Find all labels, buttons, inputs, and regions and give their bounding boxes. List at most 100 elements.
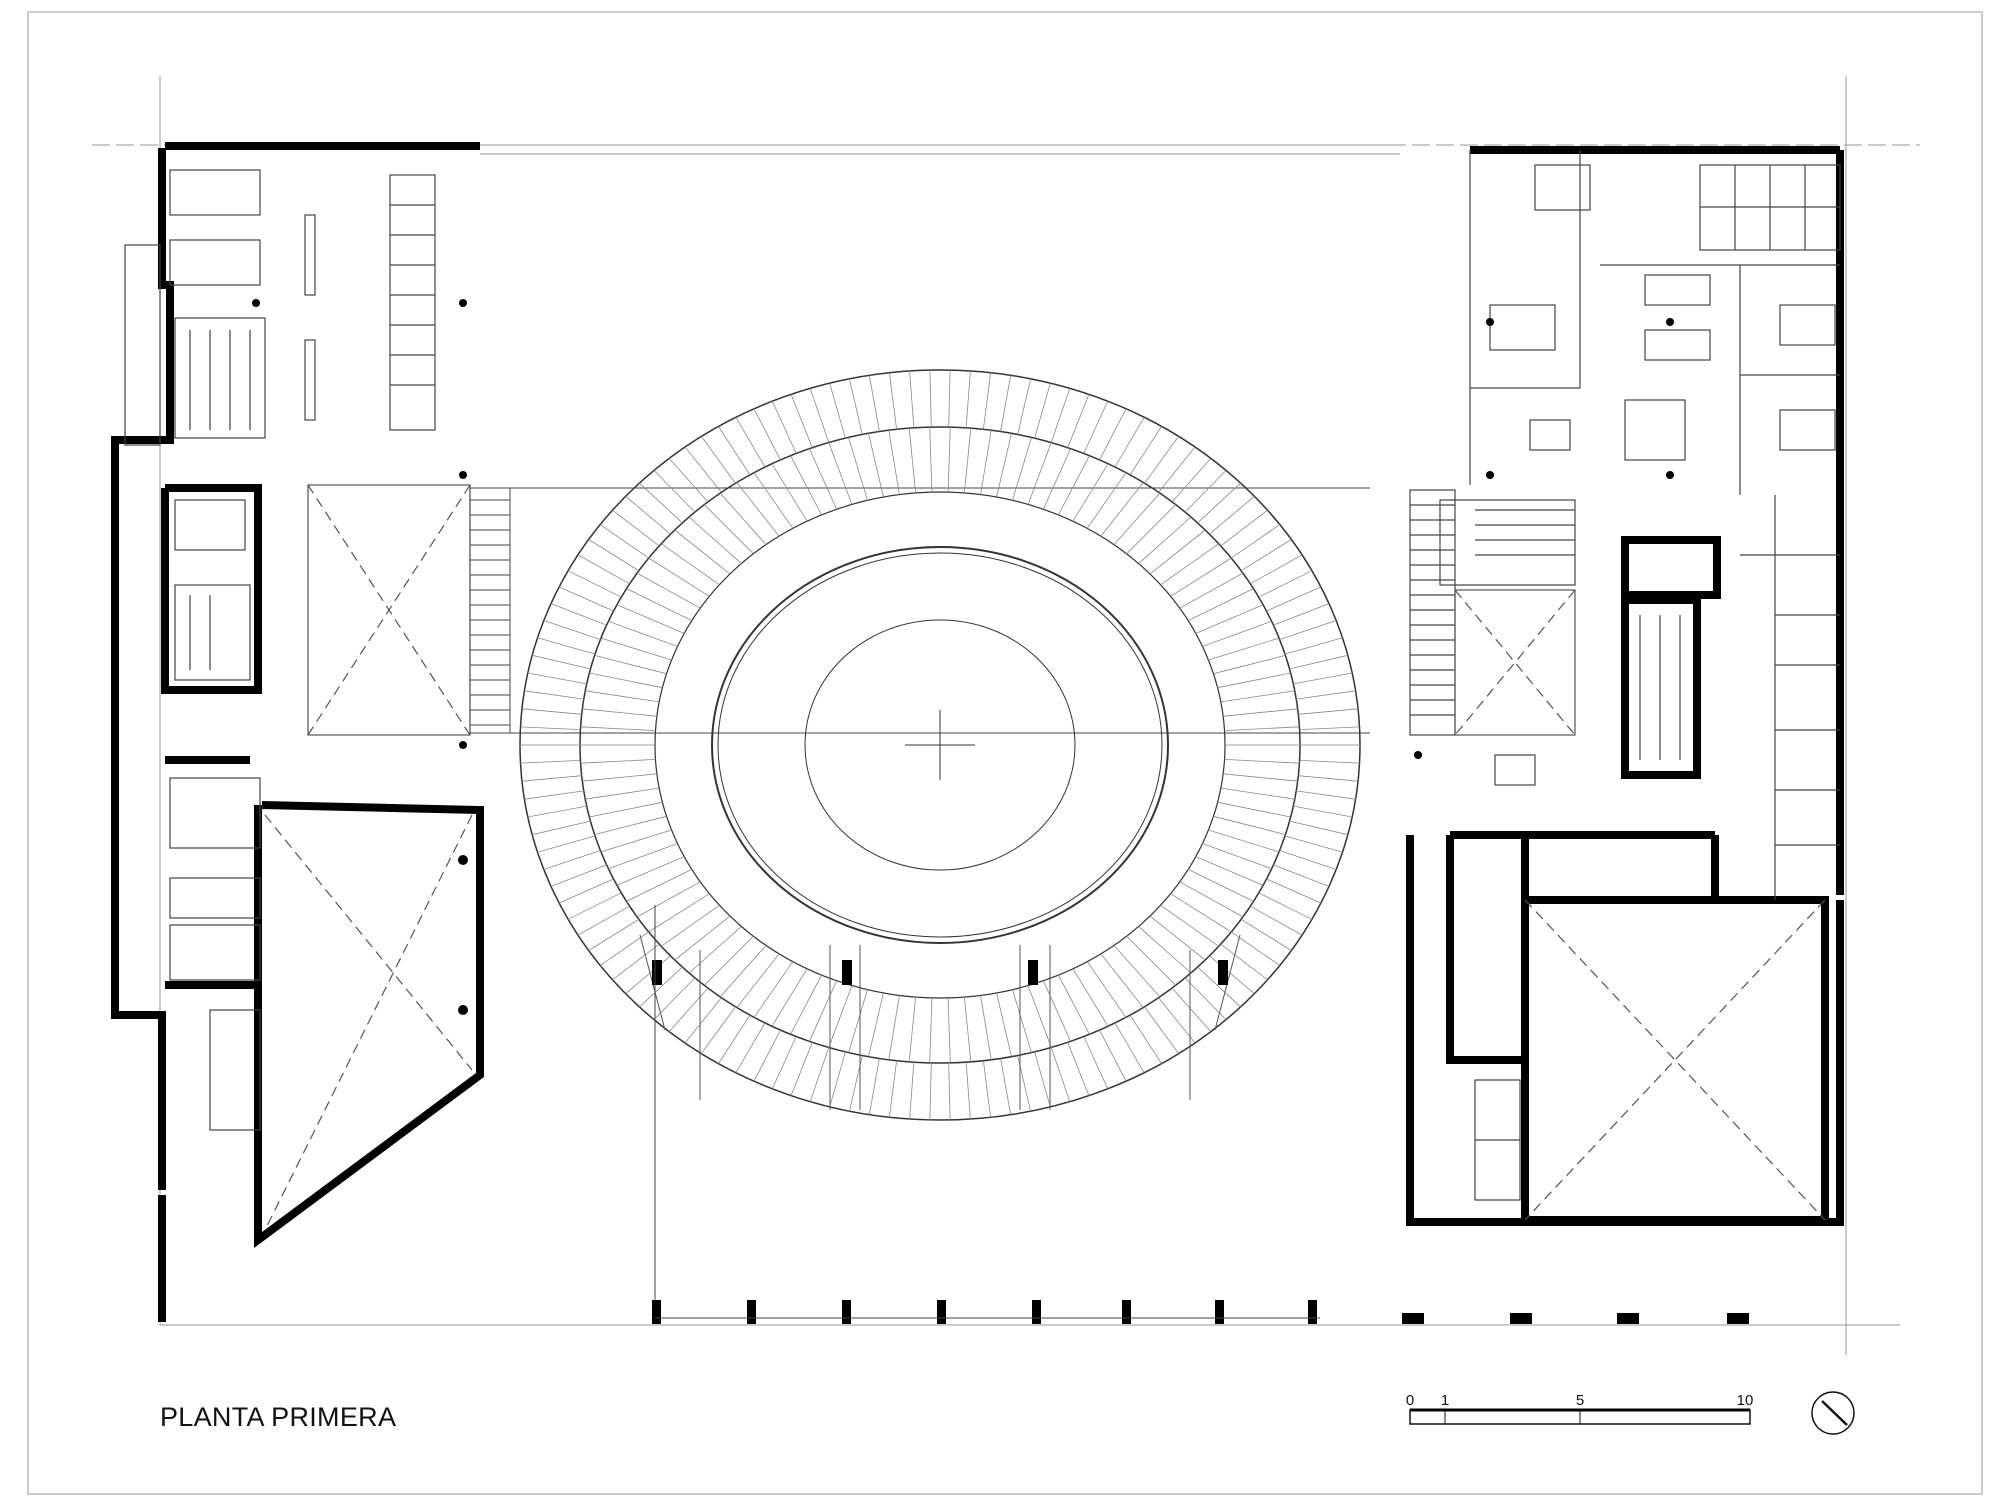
seating-step-line — [1000, 375, 1012, 432]
bottom-colonnade-line — [654, 905, 1320, 1319]
seating-step-line — [947, 997, 951, 1063]
seating-step-line — [1113, 492, 1161, 545]
seating-step-line — [1027, 985, 1052, 1048]
seating-step-line — [1160, 904, 1219, 947]
seating-step-line — [558, 878, 614, 904]
drawing-title: PLANTA PRIMERA — [160, 1402, 397, 1432]
seating-step-line — [1284, 637, 1343, 655]
seating-step-line — [616, 604, 685, 634]
seating-step-line — [1250, 905, 1303, 936]
seating-step-line — [537, 637, 596, 655]
seating-step-line — [1170, 557, 1232, 597]
seating-step-line — [567, 570, 622, 598]
seating-step-line — [1273, 603, 1330, 626]
right-void — [1454, 589, 1826, 1221]
seating-step-line — [625, 955, 671, 995]
seating-step-line — [1158, 997, 1196, 1044]
seating-step-line — [1179, 881, 1244, 918]
seating-step-line — [1188, 588, 1254, 621]
seating-step-line — [868, 375, 880, 432]
scale-label-10: 10 — [1736, 1392, 1754, 1409]
seating-step-line — [1258, 570, 1313, 598]
left-wing — [111, 142, 1370, 1322]
seating-step-line — [608, 620, 678, 647]
seating-step-line — [1279, 620, 1337, 640]
seating-step-line — [520, 726, 581, 730]
seating-step-line — [948, 370, 951, 428]
seating-step-line — [594, 815, 667, 835]
seating-step-line — [521, 775, 582, 782]
north-arrow-icon — [1811, 1391, 1855, 1435]
seating-step-line — [600, 637, 672, 661]
seating-step-line — [1144, 1006, 1179, 1054]
seating-step-line — [1012, 437, 1032, 501]
seating-step-line — [608, 843, 678, 870]
seating-step-line — [520, 760, 581, 764]
seating-step-line — [1179, 572, 1244, 609]
seating-step-line — [567, 892, 622, 920]
seating-step-line — [661, 904, 720, 947]
seating-step-line — [718, 1014, 751, 1064]
seating-step-line — [980, 430, 992, 495]
seating-step-line — [532, 654, 591, 670]
seating-step-line — [701, 1006, 736, 1054]
seating-step-line — [1086, 472, 1127, 529]
seating-step-line — [1113, 945, 1161, 998]
seating-step-line — [1126, 935, 1176, 986]
seating-step-line — [1220, 690, 1295, 703]
seating-step-line — [1171, 458, 1212, 503]
seating-step-line — [580, 759, 656, 764]
seating-step-line — [674, 915, 731, 961]
seating-step-line — [648, 893, 710, 933]
seating-step-line — [790, 974, 822, 1035]
seating-step-line — [1067, 394, 1090, 448]
arena-floor-edge — [711, 546, 1169, 944]
seating-step-line — [996, 992, 1012, 1057]
arena-piers — [652, 960, 1228, 985]
seating-step-line — [964, 428, 972, 493]
seating-step-line — [521, 708, 582, 715]
seating-step-line — [848, 437, 868, 501]
seating-step-line — [1197, 966, 1241, 1008]
seating-step-line — [1170, 893, 1232, 933]
seating-step-line — [688, 516, 742, 564]
seating-step-line — [599, 524, 650, 559]
seating-step-line — [829, 1051, 846, 1107]
seating-step-line — [626, 869, 692, 902]
arena-center-circle — [804, 619, 1076, 871]
seating-step-line — [790, 394, 813, 448]
seating-step-line — [929, 370, 932, 428]
seating-step-line — [524, 790, 584, 800]
seating-step-line — [1220, 787, 1295, 800]
seating-step-line — [868, 1058, 880, 1115]
seating-step-line — [1299, 760, 1360, 764]
seating-step-line — [1266, 878, 1322, 904]
seating-step-line — [524, 690, 584, 700]
seating-step-line — [1209, 955, 1255, 995]
seating-step-line — [582, 773, 657, 782]
seating-step-line — [704, 935, 754, 986]
seating-step-line — [849, 378, 863, 435]
seating-step-line — [1043, 448, 1071, 510]
left-wing-walls — [111, 142, 484, 1322]
seating-step-line — [889, 372, 897, 430]
seating-step-line — [1217, 801, 1291, 818]
seating-step-line — [1086, 961, 1127, 1018]
seating-step-line — [543, 620, 601, 640]
seating-step-line — [829, 383, 846, 439]
arena-seating-steps — [520, 370, 1360, 1120]
seating-step-line — [1067, 1042, 1090, 1096]
seating-step-line — [527, 805, 587, 818]
seating-step-line — [1202, 843, 1272, 870]
seating-step-line — [771, 401, 797, 454]
seating-step-line — [809, 448, 837, 510]
seating-step-line — [1160, 543, 1219, 586]
seating-step-line — [1138, 516, 1192, 564]
seating-step-line — [1000, 1058, 1012, 1115]
seating-step-line — [1017, 378, 1031, 435]
seating-step-line — [585, 787, 660, 800]
seating-step-line — [1114, 417, 1145, 468]
seating-step-line — [888, 995, 900, 1060]
seating-step-line — [661, 543, 720, 586]
